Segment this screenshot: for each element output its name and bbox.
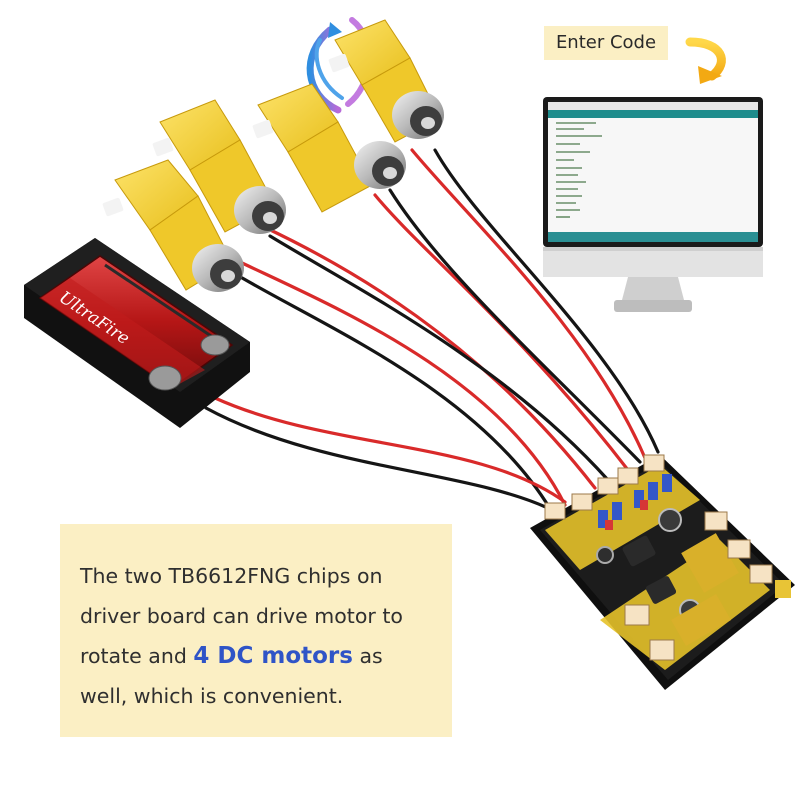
description-highlight: 4 DC motors [193,643,353,669]
motor-wires [204,148,660,514]
enter-code-callout: Enter Code [544,26,668,60]
motor-driver-board [530,454,795,690]
description-text: The two TB6612FNG chips on driver board … [80,564,403,668]
computer-monitor [543,97,763,312]
dc-motor [328,19,444,143]
dc-motor [102,159,244,292]
arrow-head-icon [698,66,722,84]
description-text-end: as well, which is convenient. [80,644,383,708]
curved-arrow-icon [685,37,726,81]
dc-motor [252,83,406,213]
description-panel: The two TB6612FNG chips on driver board … [60,524,452,737]
battery-holder: UltraFire [24,238,250,428]
dc-motor [152,99,286,234]
